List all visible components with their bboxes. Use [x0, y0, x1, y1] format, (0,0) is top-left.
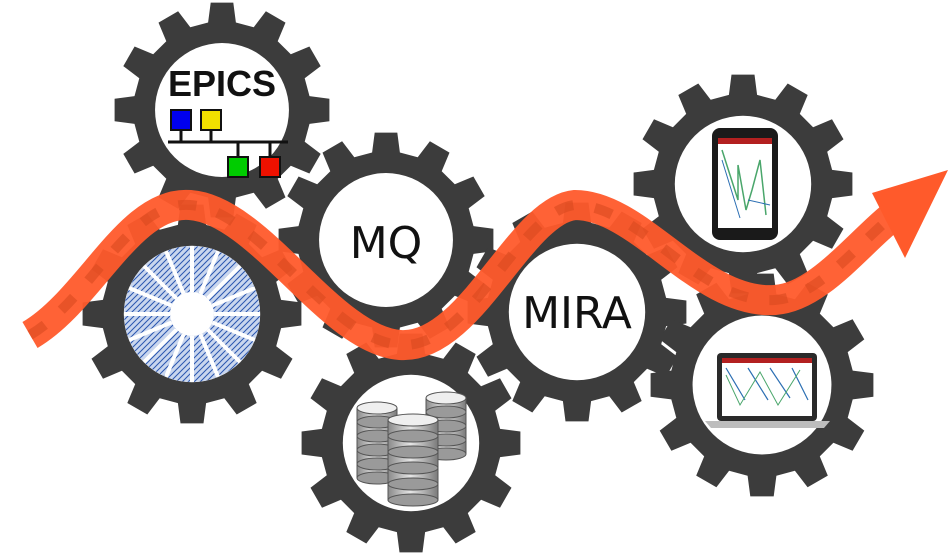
database-stack-icon: [356, 391, 467, 507]
laptop-chart-icon: [705, 353, 830, 428]
flow-arrow: [21, 170, 948, 360]
detector-rings-image: [124, 246, 260, 382]
mira-label: MIRA: [522, 288, 632, 339]
mq-label: MQ: [350, 218, 423, 269]
smartphone-chart-icon: [712, 128, 778, 240]
epics-logo: EPICS: [168, 63, 288, 178]
arrow-head: [872, 170, 948, 258]
epics-label: EPICS: [168, 63, 276, 104]
